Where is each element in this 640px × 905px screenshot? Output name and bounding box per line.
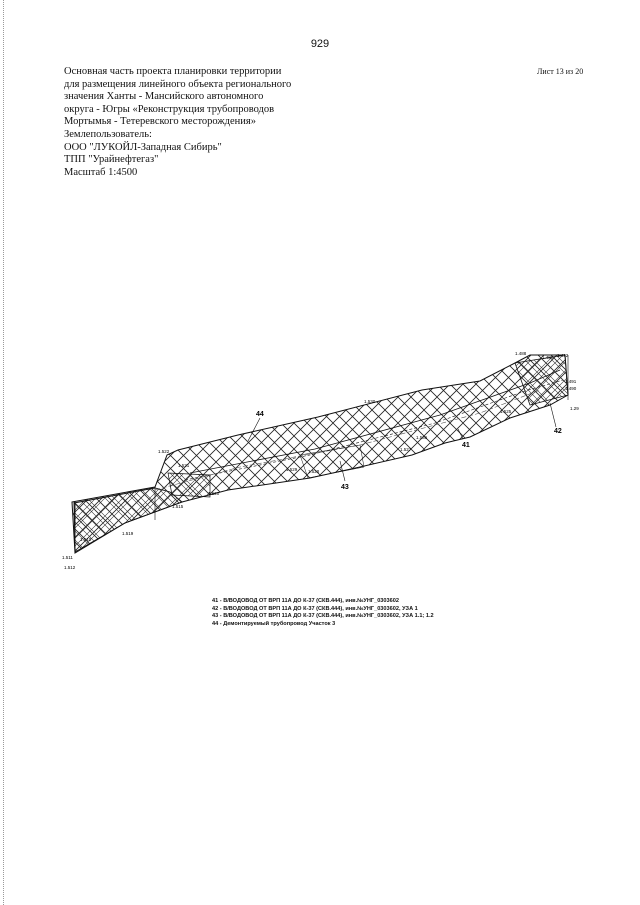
- point-label: 1.520: [208, 491, 220, 496]
- callout-43: 43: [341, 484, 349, 491]
- header-line: значения Ханты - Мансийского автономного: [64, 91, 264, 103]
- header-line: Основная часть проекта планировки террит…: [64, 66, 282, 77]
- legend-item-41: 41 - В/ВОДОВОД ОТ ВРП 11А ДО К-37 (СКВ.4…: [212, 598, 399, 604]
- land-user-division: ТПП "Урайнефтегаз": [64, 154, 159, 166]
- corridor-outline: [71, 354, 569, 554]
- point-label: 1.521: [178, 463, 190, 468]
- point-label: 1.491: [565, 379, 577, 384]
- point-label: 1.519: [122, 531, 134, 536]
- point-label: 1.536: [416, 435, 428, 440]
- header-line: Мортымья - Тетеревского месторождения»: [64, 116, 256, 128]
- point-label: 1.528: [308, 469, 320, 474]
- land-user-label: Землепользователь:: [64, 128, 152, 140]
- point-label: 1.510: [80, 537, 92, 542]
- point-label: 1.529: [286, 467, 298, 472]
- left-parcel: [73, 487, 183, 553]
- site-plan-drawing: 44 43 41 42 1.511 1.512 1.510 1.519 1.51…: [62, 351, 579, 570]
- land-user-company: ООО "ЛУКОЙЛ-Западная Сибирь": [64, 141, 222, 153]
- point-label: 1.530: [364, 399, 376, 404]
- map-legend: 41 - В/ВОДОВОД ОТ ВРП 11А ДО К-37 (СКВ.4…: [212, 598, 434, 628]
- legend-item-43: 43 - В/ВОДОВОД ОТ ВРП 11А ДО К-37 (СКВ.4…: [212, 613, 434, 620]
- point-label: 1.522: [158, 449, 170, 454]
- point-label: 1.480: [542, 355, 554, 360]
- scale-label: Масштаб 1:4500: [64, 166, 138, 178]
- point-label: 1.492: [557, 353, 569, 358]
- point-label: 1.527: [400, 447, 412, 452]
- page-number: 929: [310, 38, 330, 50]
- point-label: 1.490: [565, 386, 577, 391]
- page-edge-line: [3, 0, 4, 905]
- header-line: округа - Югры «Реконструкция трубопровод…: [64, 103, 275, 115]
- legend-item-44: 44 - Демонтируемый трубопровод Участок 3: [212, 620, 336, 627]
- header-line: для размещения линейного объекта региона…: [64, 78, 292, 90]
- point-label: 1.515: [172, 504, 184, 509]
- callout-41: 41: [462, 442, 470, 449]
- point-label: 1.511: [62, 555, 73, 560]
- sheet-label: Лист 13 из 20: [537, 67, 584, 76]
- legend-item-42: 42 - В/ВОДОВОД ОТ ВРП 11А ДО К-37 (СКВ.4…: [212, 605, 418, 612]
- point-label: 1.488: [515, 351, 527, 356]
- document-header: Основная часть проекта планировки террит…: [64, 66, 314, 179]
- callout-42: 42: [554, 428, 562, 435]
- point-label: 1.512: [64, 565, 76, 570]
- callout-44: 44: [256, 411, 264, 418]
- point-label: 1.525: [500, 409, 512, 414]
- point-label: 1.29: [570, 406, 579, 411]
